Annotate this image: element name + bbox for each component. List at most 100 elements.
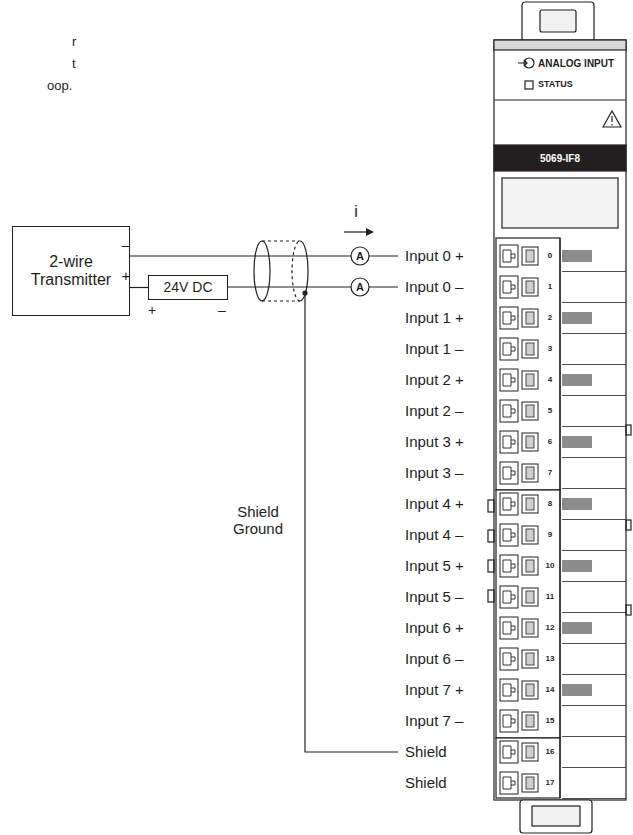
- release-button: [522, 650, 538, 668]
- terminal-clamp: [500, 524, 518, 546]
- release-slot: [526, 560, 534, 572]
- signal-wire: [228, 286, 398, 287]
- terminal-number: 0: [548, 251, 552, 260]
- clamp-opening: [503, 591, 515, 603]
- terminal-number: 10: [546, 561, 555, 570]
- clamp-opening: [503, 715, 515, 727]
- release-button: [522, 309, 538, 327]
- terminal-name: Input 2 –: [405, 402, 463, 419]
- release-button: [522, 278, 538, 296]
- terminal-name: Shield: [405, 743, 447, 760]
- header-divider: [494, 99, 626, 100]
- terminal-number: 2: [548, 313, 552, 322]
- terminal-clamp: [500, 431, 518, 453]
- terminal-name: Input 1 +: [405, 309, 464, 326]
- terminal-number: 7: [548, 468, 552, 477]
- current-arrowhead: [366, 228, 374, 236]
- clamp-opening: [503, 281, 515, 293]
- channel-indicator: [562, 560, 592, 572]
- cable-shield: [300, 241, 308, 301]
- status-label: STATUS: [538, 80, 573, 90]
- terminal-name: Input 1 –: [405, 340, 463, 357]
- row-divider: [562, 395, 626, 396]
- channel-indicator: [562, 684, 592, 696]
- module-housing: [494, 40, 626, 800]
- current-arrow: [344, 231, 366, 232]
- release-slot: [526, 374, 534, 386]
- terminal-number: 6: [548, 437, 552, 446]
- cropped-note: r: [72, 35, 76, 50]
- row-divider: [562, 581, 626, 582]
- terminal-number: 5: [548, 406, 552, 415]
- polarity-mark: –: [122, 236, 130, 253]
- terminal-clamp: [500, 772, 518, 794]
- clamp-opening: [503, 374, 515, 386]
- terminal-clamp: [500, 586, 518, 608]
- release-button: [522, 247, 538, 265]
- terminal-number: 14: [546, 685, 555, 694]
- clamp-opening: [503, 467, 515, 479]
- release-slot: [526, 777, 534, 789]
- terminal-clamp: [500, 462, 518, 484]
- channel-indicator: [562, 312, 592, 324]
- polarity-mark: –: [218, 302, 226, 318]
- cable-shield: [262, 241, 300, 301]
- terminal-clamp: [500, 307, 518, 329]
- box-label: 24V DC: [163, 279, 212, 295]
- shield-wire: [305, 293, 398, 752]
- side-notch: [488, 500, 494, 512]
- terminal-number: 4: [548, 375, 552, 384]
- row-divider: [562, 519, 626, 520]
- terminal-name: Input 6 –: [405, 650, 463, 667]
- terminal-number: 1: [548, 282, 552, 291]
- bottom-latch: [520, 800, 592, 833]
- terminal-number: 8: [548, 499, 552, 508]
- row-divider: [562, 271, 626, 272]
- channel-indicator: [562, 498, 592, 510]
- release-button: [522, 681, 538, 699]
- terminal-clamp: [500, 648, 518, 670]
- release-button: [522, 774, 538, 792]
- terminal-name: Input 3 –: [405, 464, 463, 481]
- release-slot: [526, 467, 534, 479]
- clamp-opening: [503, 684, 515, 696]
- terminal-name: Input 0 –: [405, 278, 463, 295]
- terminal-number: 15: [546, 716, 555, 725]
- terminal-number: 3: [548, 344, 552, 353]
- cropped-note: t: [72, 57, 76, 72]
- release-button: [522, 712, 538, 730]
- terminal-name: Input 3 +: [405, 433, 464, 450]
- release-slot: [526, 498, 534, 510]
- connector-wire: [130, 287, 148, 288]
- row-divider: [562, 550, 626, 551]
- release-slot: [526, 529, 534, 541]
- row-divider: [562, 426, 626, 427]
- clamp-opening: [503, 405, 515, 417]
- terminal-name: Input 4 –: [405, 526, 463, 543]
- release-button: [522, 557, 538, 575]
- terminal-clamp: [500, 245, 518, 267]
- current-label: i: [354, 203, 358, 221]
- terminal-number: 12: [546, 623, 555, 632]
- release-button: [522, 464, 538, 482]
- terminal-clamp: [500, 493, 518, 515]
- release-button: [522, 526, 538, 544]
- terminal-name: Input 5 –: [405, 588, 463, 605]
- row-divider: [562, 333, 626, 334]
- release-slot: [526, 653, 534, 665]
- release-slot: [526, 312, 534, 324]
- row-divider: [562, 612, 626, 613]
- channel-indicator: [562, 436, 592, 448]
- release-button: [522, 495, 538, 513]
- clamp-opening: [503, 529, 515, 541]
- ammeter-label: A: [356, 281, 364, 294]
- terminal-clamp: [500, 555, 518, 577]
- side-notch: [626, 605, 631, 615]
- terminal-clamp: [500, 276, 518, 298]
- release-slot: [526, 715, 534, 727]
- terminal-name: Input 7 +: [405, 681, 464, 698]
- terminal-clamp: [500, 741, 518, 763]
- signal-wire: [118, 255, 398, 256]
- polarity-mark: +: [122, 267, 131, 284]
